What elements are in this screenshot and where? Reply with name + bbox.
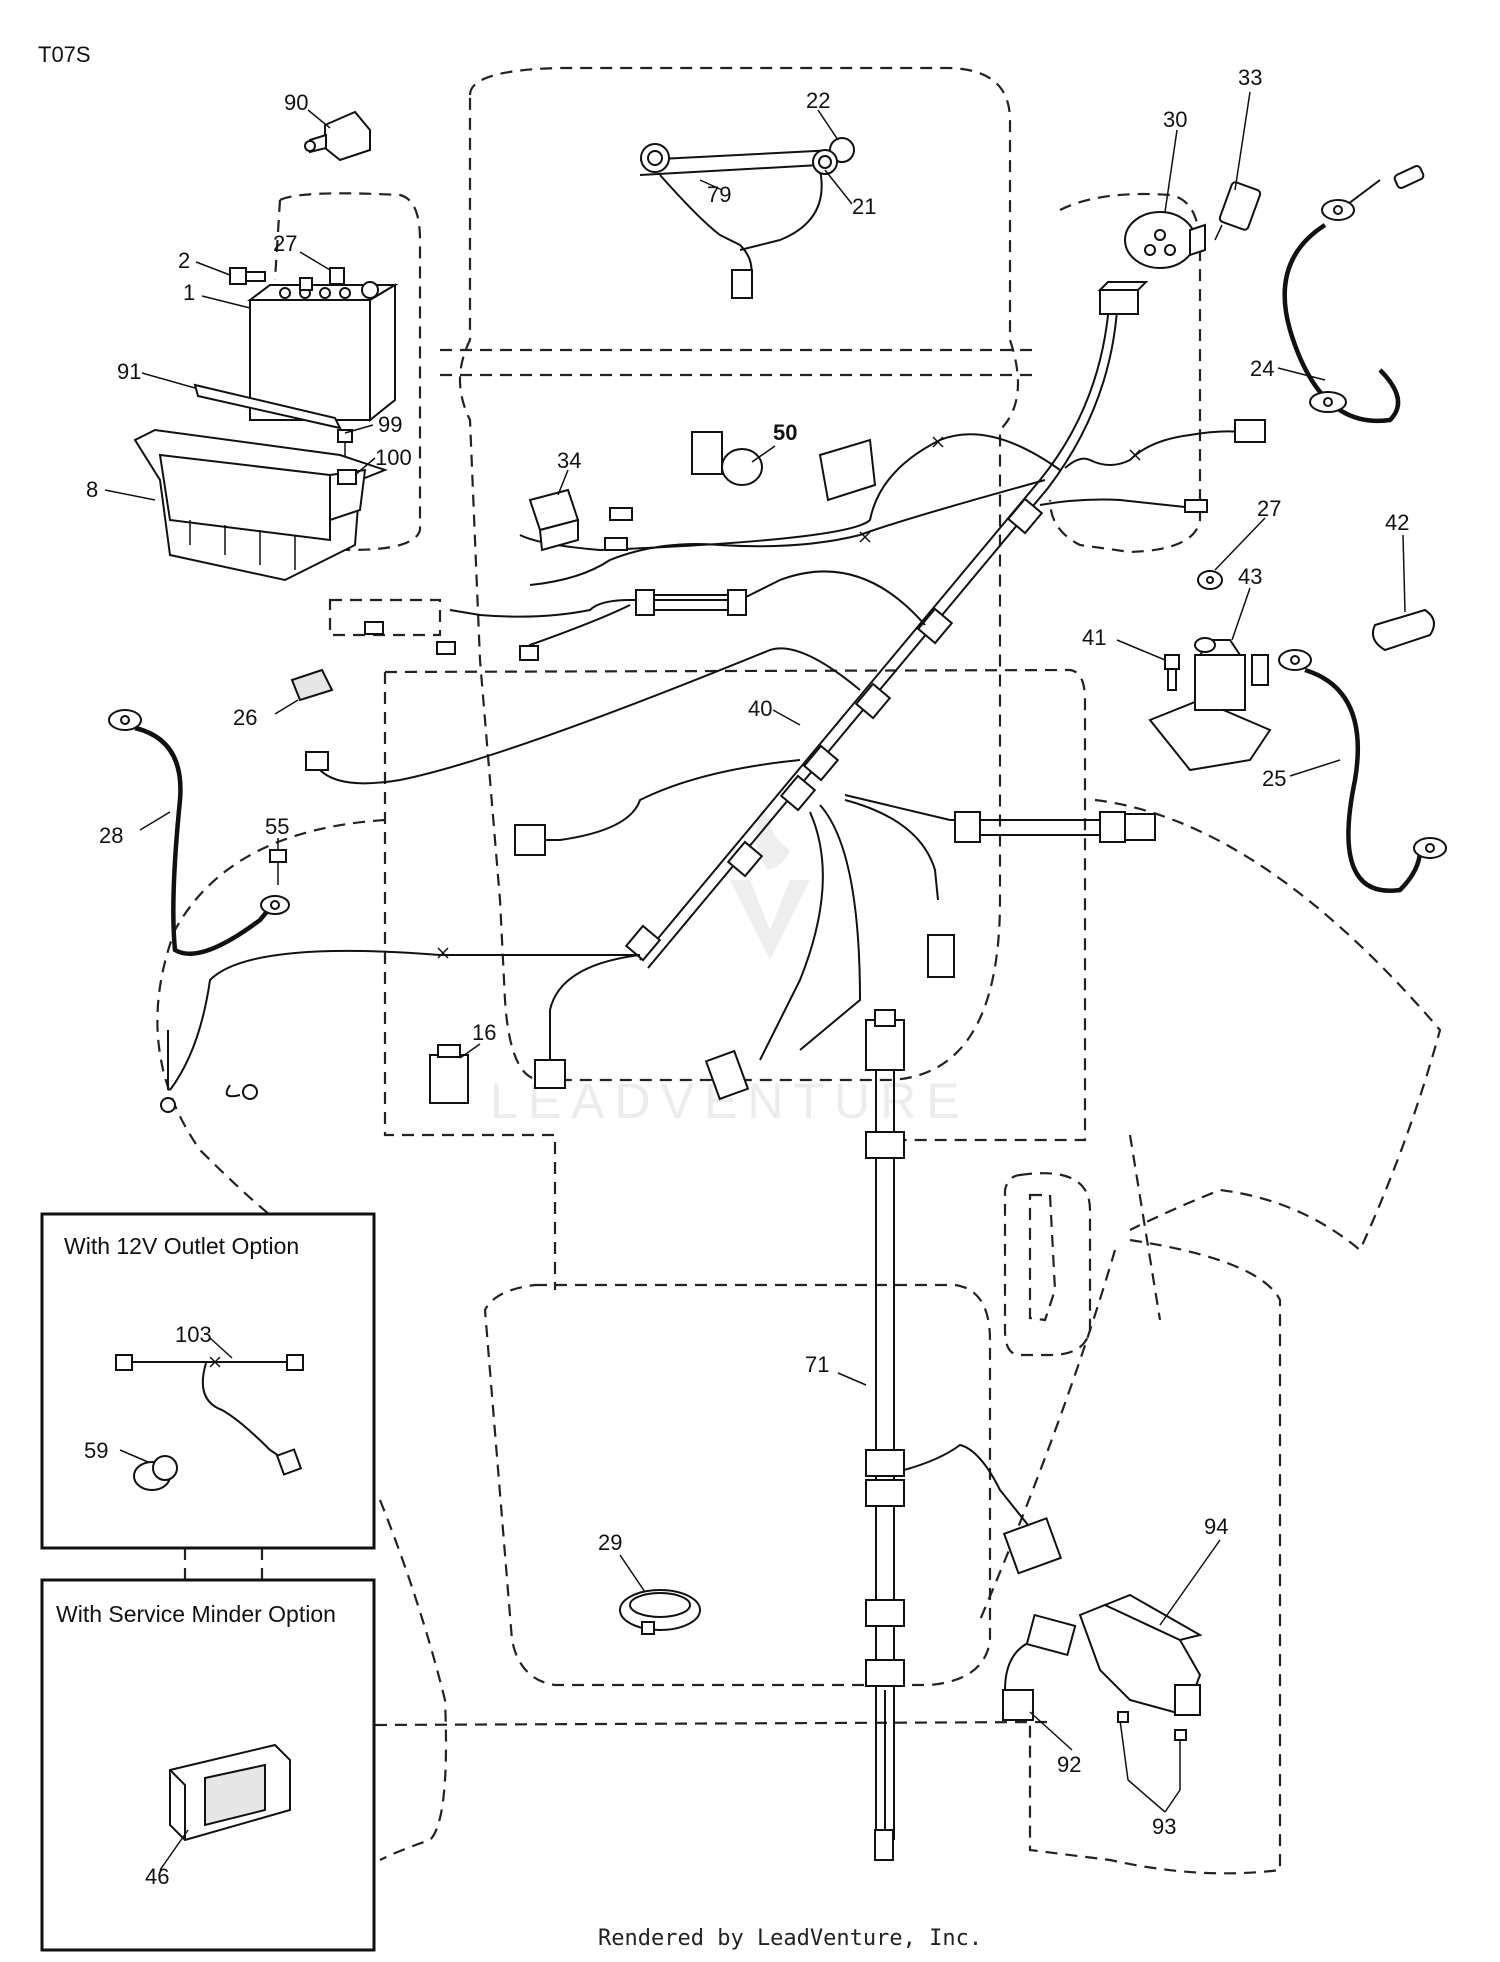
callout-90: 90 [284, 90, 308, 115]
callout-2: 2 [178, 248, 190, 273]
callout-71: 71 [805, 1352, 829, 1377]
part-28-cable [108, 709, 290, 956]
callout-93: 93 [1152, 1814, 1176, 1839]
callout-42: 42 [1385, 510, 1409, 535]
harness-sleeve [635, 589, 747, 616]
part-8-battery-box [133, 428, 388, 582]
callout-30: 30 [1163, 107, 1187, 132]
option-box-service-minder: With Service Minder Option [40, 1578, 376, 1952]
part-94-module [1078, 1593, 1203, 1717]
harness-71 [865, 1009, 1063, 1861]
callout-25: 25 [1262, 766, 1286, 791]
part-50-switch [691, 431, 877, 502]
part-42-boot [1372, 608, 1435, 652]
part-26-fuse [290, 668, 334, 702]
callout-55: 55 [265, 814, 289, 839]
callout-103: 103 [175, 1322, 212, 1347]
part-100-nut [337, 469, 357, 485]
callout-28: 28 [99, 823, 123, 848]
part-55-screw [269, 849, 287, 885]
part-27-nut-right [1197, 570, 1223, 590]
part-91-hold-down [193, 383, 342, 430]
part-30-ignition-switch [1124, 211, 1206, 269]
ground-wires [160, 1030, 258, 1113]
callout-26: 26 [233, 705, 257, 730]
outlet-option-title: With 12V Outlet Option [64, 1233, 299, 1259]
callout-22: 22 [806, 88, 830, 113]
callout-50: 50 [773, 420, 797, 445]
callout-40: 40 [748, 696, 772, 721]
part-29-horn [619, 1589, 701, 1635]
part-33-key [1214, 181, 1262, 241]
callout-16: 16 [472, 1020, 496, 1045]
part-27-nut-top [329, 267, 345, 285]
part-41-bolt [1164, 654, 1180, 691]
part-99-bolt [337, 429, 353, 465]
part-34-switch [528, 488, 580, 552]
part-1-battery [247, 277, 399, 423]
callout-29: 29 [598, 1530, 622, 1555]
callout-27-right: 27 [1257, 496, 1281, 521]
footer-credit: Rendered by LeadVenture, Inc. [598, 1926, 982, 1951]
callout-21: 21 [852, 194, 876, 219]
callout-99: 99 [378, 412, 402, 437]
callout-8: 8 [86, 477, 98, 502]
callout-labels: 90 22 79 21 30 33 27 2 1 91 99 100 8 24 … [84, 65, 1409, 1889]
part-43-solenoid [1148, 637, 1272, 772]
part-24-cable [1282, 165, 1425, 424]
callout-1: 1 [183, 280, 195, 305]
part-92-harness [1002, 1613, 1077, 1721]
body-outlines [156, 66, 1442, 1875]
main-harness [169, 289, 1241, 1091]
callout-59: 59 [84, 1438, 108, 1463]
diagram-code: T07S [38, 42, 91, 67]
callout-94: 94 [1204, 1514, 1228, 1539]
callout-100: 100 [375, 445, 412, 470]
callout-27-top: 27 [273, 231, 297, 256]
part-93-screws [1117, 1711, 1187, 1790]
part-16-switch [429, 1044, 469, 1104]
callout-91: 91 [117, 359, 141, 384]
callout-79: 79 [707, 182, 731, 207]
option-box-12v-outlet: With 12V Outlet Option [40, 1212, 376, 1550]
service-option-title: With Service Minder Option [56, 1601, 336, 1627]
callout-41: 41 [1082, 625, 1106, 650]
upper-connectors [305, 281, 1266, 771]
mid-connectors [514, 824, 955, 1101]
callout-46: 46 [145, 1864, 169, 1889]
callout-43: 43 [1238, 564, 1262, 589]
part-2-bolt [229, 267, 266, 285]
part-90-plug [304, 110, 371, 162]
callout-92: 92 [1057, 1752, 1081, 1777]
leader-lines [104, 91, 1406, 1871]
part-25-cable [1278, 649, 1447, 894]
callout-34: 34 [557, 448, 581, 473]
callout-24: 24 [1250, 356, 1274, 381]
callout-33: 33 [1238, 65, 1262, 90]
part-headlights [639, 137, 855, 299]
